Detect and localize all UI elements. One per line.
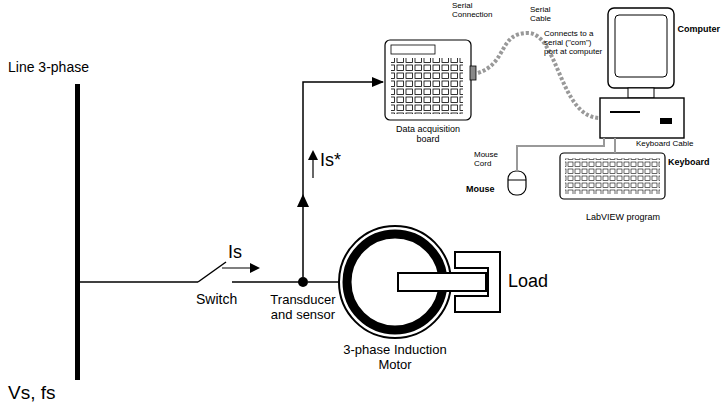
cable-label: Serial Cable	[530, 6, 564, 24]
node-label: Transducer and sensor	[261, 293, 345, 322]
induction-motor: 3-phase Induction Motor	[338, 225, 452, 339]
supply-label: Vs, fs	[8, 382, 56, 403]
monitor-neck	[628, 88, 654, 98]
computer: Computer	[600, 8, 684, 138]
sensor-dot	[298, 277, 308, 287]
node-label: Data acquisition board	[393, 124, 463, 144]
load: Load	[454, 251, 502, 313]
switch-label: Switch	[196, 292, 237, 308]
shaft	[398, 273, 486, 291]
daq-keys	[391, 58, 463, 114]
drive-slot	[610, 111, 640, 113]
daq-board	[385, 40, 471, 120]
monitor	[608, 8, 674, 88]
port-note: Connects to a serial ("com") port at com…	[544, 30, 606, 57]
cable-label: Keyboard Cable	[636, 140, 693, 149]
current-label: Is*	[320, 150, 341, 170]
screen	[615, 15, 667, 77]
connector	[517, 138, 604, 171]
switch-blade	[198, 262, 226, 282]
connector	[303, 82, 383, 277]
mouse: Mouse	[508, 171, 526, 195]
daq-port	[470, 66, 476, 80]
daq-board: Data acquisition board	[383, 38, 478, 122]
current-arrow	[222, 267, 258, 268]
node-label: 3-phase Induction Motor	[333, 343, 457, 372]
node-label: Load	[508, 271, 548, 291]
line-label: Line 3-phase	[8, 60, 89, 76]
node-label: Mouse	[466, 184, 495, 194]
current-arrow	[312, 152, 313, 178]
connector	[308, 281, 338, 283]
transducer-sensor: Transducer and sensor	[298, 277, 308, 287]
mouse-body	[508, 171, 526, 195]
current-label: Is	[228, 242, 242, 262]
drive-button	[660, 118, 672, 124]
bus-bar	[75, 84, 80, 380]
port-label: Serial Connection	[452, 2, 500, 20]
node-label: Computer	[678, 24, 721, 34]
wire	[80, 281, 198, 283]
node-label: Keyboard	[668, 157, 710, 167]
program-label: LabVIEW program	[586, 212, 660, 222]
computer-case	[600, 98, 684, 138]
mouse-button	[508, 180, 526, 181]
keyboard: Keyboard	[560, 153, 665, 199]
wire	[232, 281, 300, 283]
keyboard-keys	[565, 158, 660, 194]
cable-label: Mouse Cord	[474, 151, 506, 169]
keyboard-body	[560, 153, 665, 199]
connector	[614, 138, 616, 153]
daq-display	[391, 45, 435, 54]
